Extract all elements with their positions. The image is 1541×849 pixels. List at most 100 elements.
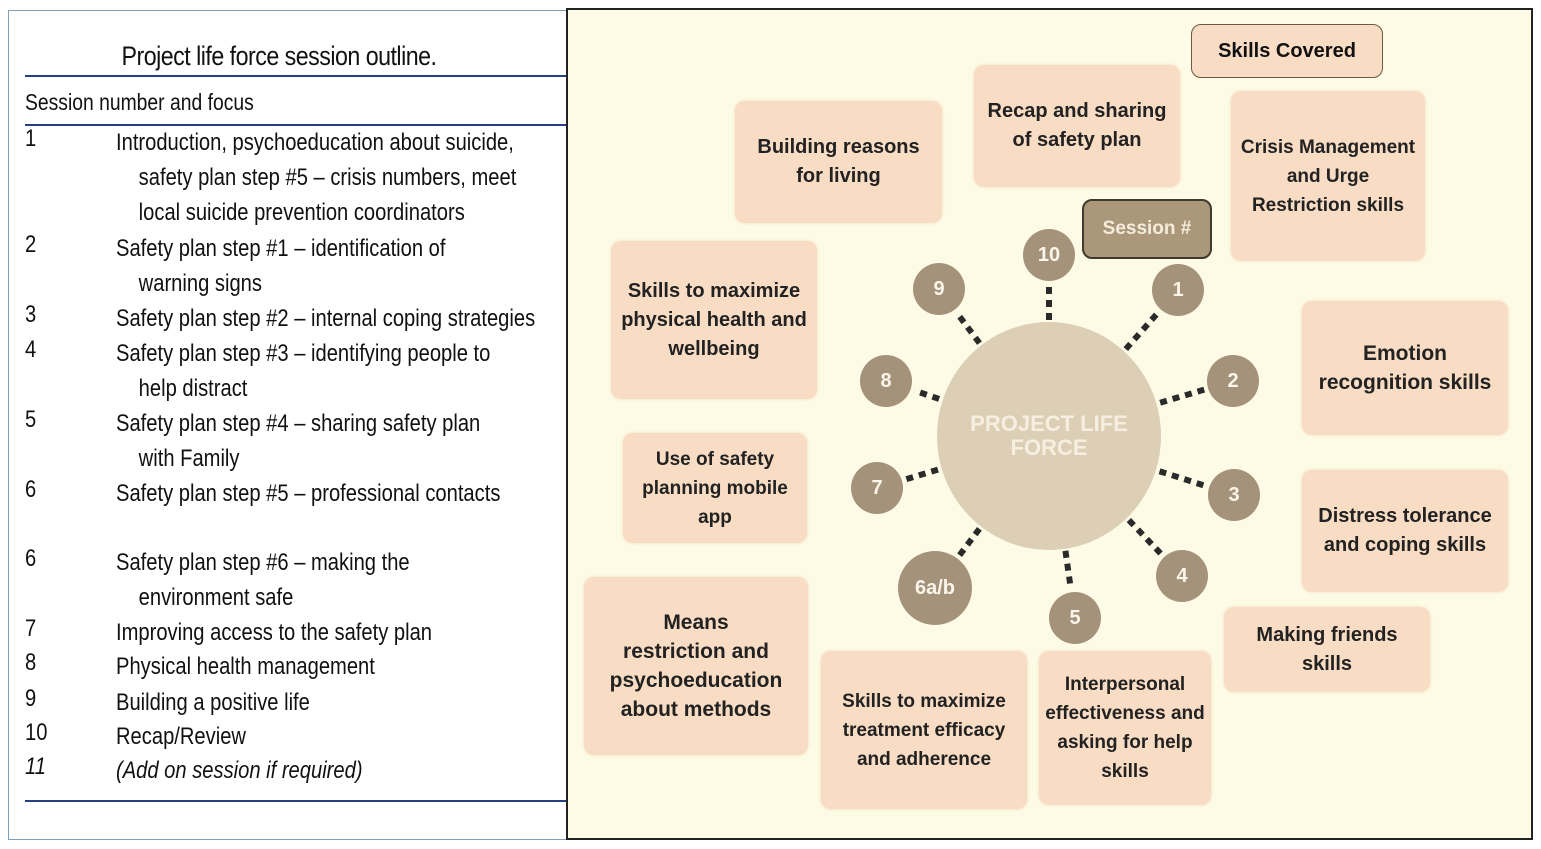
session-focus-line: safety plan step #5 – crisis numbers, me… [138,164,517,191]
session-node-1: 1 [1152,264,1204,316]
session-focus: Introduction, psychoeducation about suic… [116,125,516,230]
session-focus: (Add on session if required) [116,753,363,788]
skill-label: Emotion recognition skills [1319,339,1492,397]
skill-distress-box: Distress tolerance and coping skills [1302,470,1508,592]
session-number: 8 [25,649,37,676]
session-node-2: 2 [1207,355,1259,407]
spoke-session-6a/b [957,526,982,558]
session-number: 10 [25,719,48,746]
session-focus-line: Introduction, psychoeducation about suic… [116,129,514,156]
session-number: 1 [25,125,37,152]
session-focus: Physical health management [116,649,375,684]
session-outline-table: Project life force session outline. Sess… [8,10,567,840]
skill-label-line: Restriction skills [1251,194,1405,216]
skill-label-line: for living [796,165,881,187]
session-focus: Building a positive life [116,685,310,720]
session-number: 6 [25,476,37,503]
session-node-7: 7 [851,462,903,514]
skill-label-line: treatment efficacy [842,719,1006,741]
session-number: 5 [25,406,37,433]
skill-label: Building reasons for living [757,133,919,191]
session-number: 11 [25,753,46,780]
session-number: 9 [25,685,37,712]
table-title: Project life force session outline. [121,41,437,71]
session-node-5: 5 [1049,592,1101,644]
skill-label-line: and coping skills [1323,534,1487,556]
skill-label-line: restriction and [623,640,769,663]
skill-label-line: Means [663,611,729,634]
skill-label-line: asking for help [1057,732,1193,753]
session-focus-line: local suicide prevention coordinators [138,199,465,226]
session-node-4: 4 [1156,550,1208,602]
spoke-session-2 [1159,386,1206,406]
legend-session-number: Session # [1082,199,1212,259]
session-node-3: 3 [1208,469,1260,521]
session-focus-line: Safety plan step #6 – making the [116,549,410,576]
hub-project-life-force: PROJECT LIFE FORCE [937,322,1161,550]
session-number: 7 [25,615,37,642]
session-focus-line: warning signs [138,270,262,297]
session-focus: Safety plan step #4 – sharing safety pla… [116,406,480,476]
skill-label-line: psychoeducation [609,669,783,692]
hub-label: PROJECT LIFE FORCE [970,411,1128,460]
skill-label-line: Emotion [1363,342,1447,365]
skill-label-line: Skills to maximize [627,279,801,302]
session-node-10: 10 [1023,229,1075,281]
session-focus-line: Safety plan step #1 – identification of [116,235,446,262]
session-focus-line: Improving access to the safety plan [116,619,433,646]
skill-label: Distress tolerance and coping skills [1318,502,1491,560]
skill-label-line: recognition skills [1318,371,1492,394]
legend-skills-covered: Skills Covered [1191,24,1383,78]
skill-means-box: Means restriction and psychoeducation about… [584,577,808,755]
spoke-session-5 [1062,550,1074,589]
spoke-session-4 [1126,518,1164,557]
session-focus-line: Physical health management [116,653,375,680]
spoke-session-7 [904,466,939,483]
session-focus: Safety plan step #5 – professional conta… [116,476,500,511]
skill-label-line: about methods [620,698,772,721]
session-number: 3 [25,301,37,328]
session-focus-line: Building a positive life [116,689,310,716]
session-focus-line: environment safe [138,584,294,611]
session-focus: Safety plan step #6 – making the environm… [116,545,410,615]
session-focus-line: Safety plan step #5 – professional conta… [116,480,501,507]
skill-label-line: effectiveness and [1045,703,1205,724]
bottom-rule [25,800,567,802]
session-focus: Recap/Review [116,719,246,754]
project-life-force-diagram: Skills Covered Session # PROJECT LIFE FO… [566,8,1533,840]
skill-friends-box: Making friends skills [1224,607,1430,692]
session-focus: Safety plan step #2 – internal coping st… [116,301,535,336]
skill-reasons-box: Building reasons for living [735,101,942,223]
session-number: 2 [25,231,37,258]
skill-label-line: Making friends [1256,623,1398,646]
session-focus-line: Safety plan step #2 – internal coping st… [116,305,536,332]
session-focus-line: help distract [138,375,248,402]
session-focus-line: with Family [138,445,240,472]
session-focus-line: (Add on session if required) [116,757,363,784]
session-focus: Improving access to the safety plan [116,615,432,650]
skill-label-line: Distress tolerance [1318,505,1492,527]
skill-label-line: Use of safety [655,448,775,470]
skill-label-line: skills [1301,652,1353,675]
session-number: 6 [25,545,37,572]
skill-label-line: Building reasons [757,136,920,158]
spokes-layer [904,285,1207,589]
skill-label: Means restriction and psychoeducation about… [610,608,783,724]
skill-label: Making friends skills [1256,621,1397,679]
title-rule [25,75,567,77]
session-node-8: 8 [860,355,912,407]
skill-label-line: Crisis Management [1240,136,1416,158]
header-rule [25,124,567,126]
table-header: Session number and focus [25,89,254,115]
session-node-6a-b: 6a/b [898,551,972,625]
session-number: 4 [25,336,37,363]
